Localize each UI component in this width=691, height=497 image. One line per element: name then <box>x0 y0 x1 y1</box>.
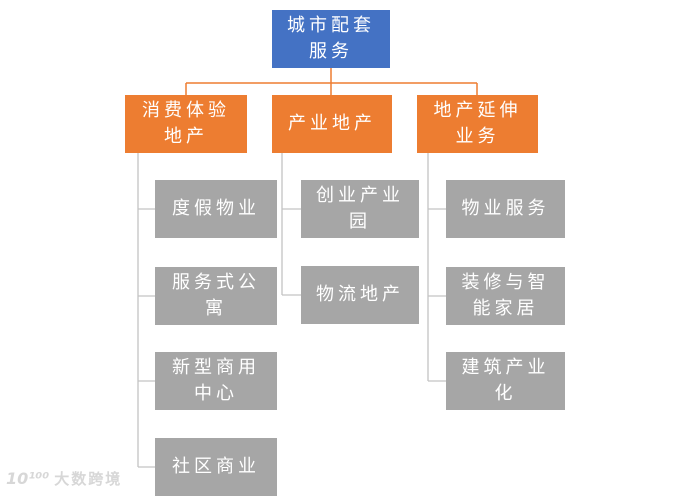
node-branch-consumer-experience-realestate: 消费体验 地产 <box>125 95 247 153</box>
node-child-community-commerce: 社区商业 <box>155 438 277 496</box>
node-child-new-commercial-center: 新型商用 中心 <box>155 352 277 410</box>
watermark-brand-text: 大数跨境 <box>54 470 123 488</box>
node-child-vacation-property: 度假物业 <box>155 180 277 238</box>
node-branch-industrial-realestate: 产业地产 <box>272 95 392 153</box>
root-branch-connector <box>185 68 478 95</box>
watermark: 10¹⁰⁰ 大数跨境 <box>6 468 122 490</box>
node-child-renovation-smart-home: 装修与智 能家居 <box>446 267 565 325</box>
node-child-construction-industrialization: 建筑产业 化 <box>446 352 565 410</box>
branch1-children-connector <box>137 153 155 468</box>
node-root-city-services: 城市配套 服务 <box>272 10 390 68</box>
branch2-children-connector <box>281 153 301 296</box>
branch3-children-connector <box>427 153 446 382</box>
node-child-logistics-realestate: 物流地产 <box>301 266 419 324</box>
node-child-property-services: 物业服务 <box>446 180 565 238</box>
node-child-startup-industrial-park: 创业产业 园 <box>301 180 419 238</box>
dashukuajing-logo-icon: 10¹⁰⁰ <box>6 469 50 488</box>
node-branch-realestate-extension: 地产延伸 业务 <box>417 95 538 153</box>
node-child-serviced-apartment: 服务式公 寓 <box>155 267 277 325</box>
